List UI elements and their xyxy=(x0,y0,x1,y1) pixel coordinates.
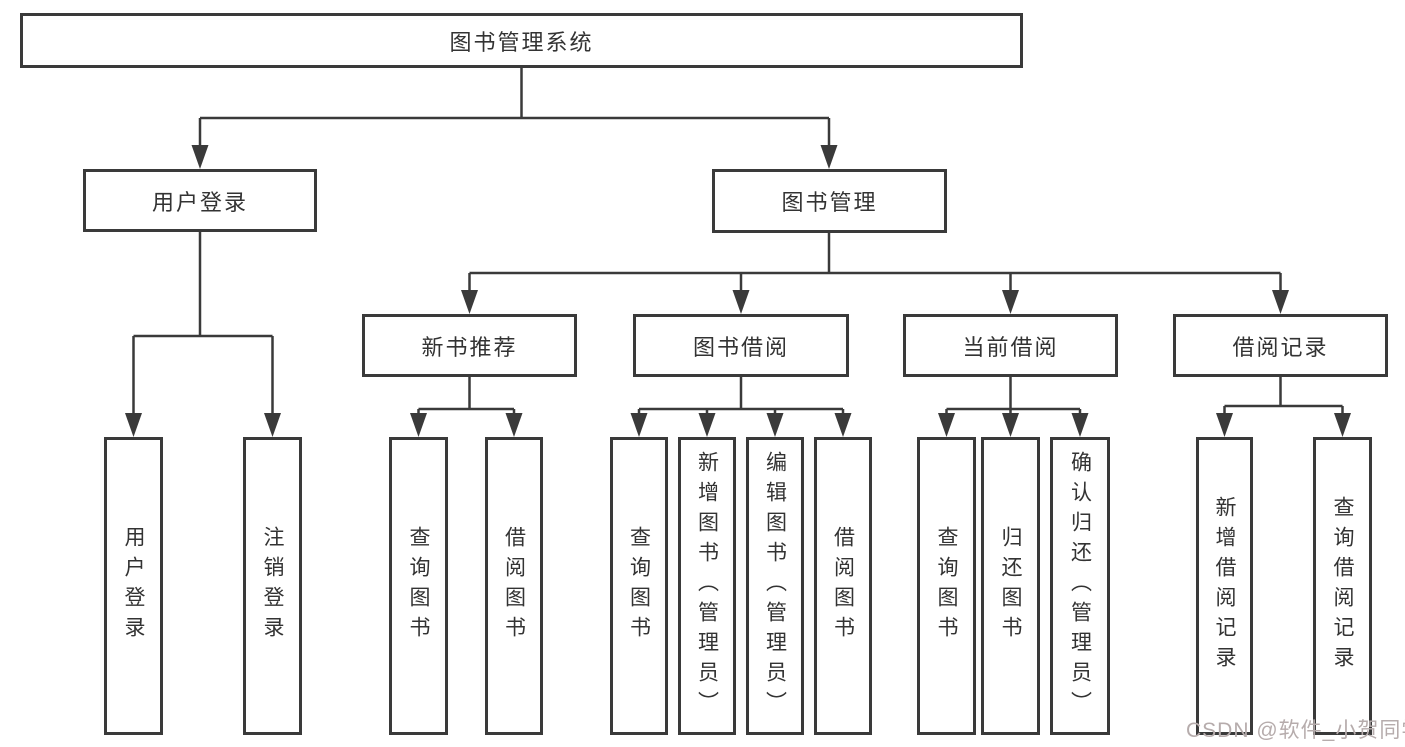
connector-newbook-bus xyxy=(417,377,516,420)
node-user-login: 用户登录 xyxy=(83,169,317,232)
arrowhead xyxy=(698,413,716,437)
arrowhead xyxy=(410,413,427,437)
connector-login-bus xyxy=(132,232,274,420)
arrowhead xyxy=(1216,413,1233,437)
connector-root-bus xyxy=(198,68,831,150)
leaf-query-borrow-record: 查询借阅记录 xyxy=(1313,437,1372,735)
connector-records-bus xyxy=(1223,377,1344,420)
leaf-borrow-books: 借阅图书 xyxy=(814,437,872,735)
node-borrow-records: 借阅记录 xyxy=(1173,314,1388,377)
leaf-add-borrow-record: 新增借阅记录 xyxy=(1196,437,1253,735)
arrowheads xyxy=(125,145,1351,437)
connector-mgmt-bus xyxy=(468,233,1282,297)
node-book-management: 图书管理 xyxy=(712,169,947,233)
node-root-system: 图书管理系统 xyxy=(20,13,1023,68)
node-current-borrow: 当前借阅 xyxy=(903,314,1118,377)
arrowhead xyxy=(938,413,955,437)
leaf-query-books-current: 查询图书 xyxy=(917,437,976,735)
leaf-add-books-admin: 新增图书（管理员） xyxy=(678,437,736,735)
watermark: CSDN @软件_小贺同学 xyxy=(1186,719,1405,742)
arrowhead xyxy=(505,413,523,437)
node-book-borrow: 图书借阅 xyxy=(633,314,849,377)
leaf-borrow-books-recommend: 借阅图书 xyxy=(485,437,543,735)
arrowhead xyxy=(264,413,281,437)
arrowhead xyxy=(1002,413,1019,437)
leaf-return-books: 归还图书 xyxy=(981,437,1040,735)
arrowhead xyxy=(630,413,648,437)
node-new-book-recommend: 新书推荐 xyxy=(362,314,577,377)
arrowhead xyxy=(1272,290,1289,314)
arrowhead xyxy=(820,145,838,169)
leaf-confirm-return-admin: 确认归还（管理员） xyxy=(1050,437,1110,735)
arrowhead xyxy=(125,413,142,437)
arrowhead xyxy=(834,413,852,437)
leaf-query-books-recommend: 查询图书 xyxy=(389,437,448,735)
leaf-edit-books-admin: 编辑图书（管理员） xyxy=(746,437,804,735)
leaf-user-login: 用户登录 xyxy=(104,437,163,735)
arrowhead xyxy=(191,145,209,169)
connector-borrow-bus xyxy=(637,377,845,420)
arrowhead xyxy=(1002,290,1019,314)
leaf-logout: 注销登录 xyxy=(243,437,302,735)
leaf-query-books-borrow: 查询图书 xyxy=(610,437,668,735)
arrowhead xyxy=(1334,413,1351,437)
arrowhead xyxy=(461,290,478,314)
arrowhead xyxy=(766,413,784,437)
arrowhead xyxy=(1071,413,1089,437)
arrowhead xyxy=(732,290,750,314)
